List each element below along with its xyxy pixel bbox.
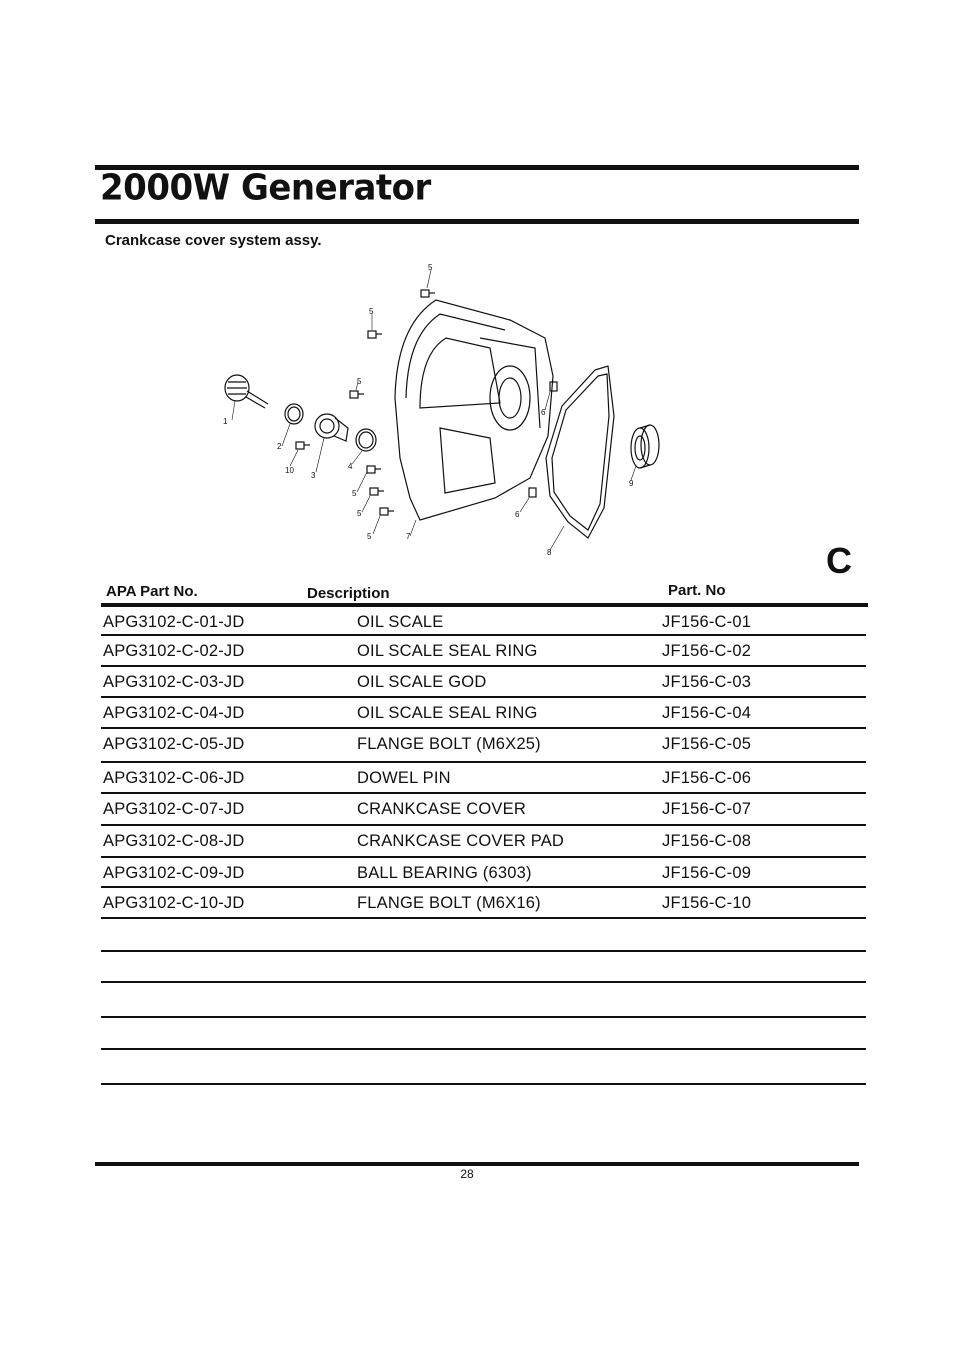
cell-part-no: JF156-C-09 [662, 864, 752, 882]
footer-rule [95, 1162, 859, 1166]
blank-row-line [101, 950, 866, 952]
row-divider [101, 634, 866, 636]
cell-description: OIL SCALE SEAL RING [357, 642, 538, 660]
callout-5d: 5 [352, 489, 357, 498]
cell-part-no: JF156-C-02 [662, 642, 752, 660]
cell-part-no: JF156-C-08 [662, 832, 752, 850]
callout-3: 3 [311, 471, 316, 480]
cell-part-no: JF156-C-05 [662, 735, 752, 753]
exploded-parts-diagram: 1 2 3 4 5 5 5 5 5 5 5 6 6 7 8 9 10 [223, 263, 660, 557]
callout-7: 7 [406, 532, 411, 541]
callout-6a: 6 [541, 408, 546, 417]
row-divider [101, 665, 866, 667]
cell-description: OIL SCALE SEAL RING [357, 704, 538, 722]
section-subtitle: Crankcase cover system assy. [105, 232, 322, 249]
callout-5f: 5 [367, 532, 372, 541]
header-apa-part-no: APA Part No. [106, 583, 198, 600]
cell-apa-part-no: APG3102-C-01-JD [103, 613, 245, 631]
seal-ring-part [284, 403, 304, 425]
cell-part-no: JF156-C-04 [662, 704, 752, 722]
cell-description: DOWEL PIN [357, 769, 451, 787]
table-header-rule [101, 603, 868, 607]
gasket-part [545, 365, 615, 539]
oil-filler-part [314, 413, 349, 442]
table-row: APG3102-C-02-JD OIL SCALE SEAL RING JF156-… [0, 636, 954, 667]
row-divider [101, 792, 866, 794]
title-underline [95, 219, 859, 224]
cell-apa-part-no: APG3102-C-03-JD [103, 673, 245, 691]
table-row: APG3102-C-09-JD BALL BEARING (6303) JF156-… [0, 858, 954, 888]
cell-apa-part-no: APG3102-C-08-JD [103, 832, 245, 850]
row-divider [101, 761, 866, 763]
page-title: 2000W Generator [100, 167, 431, 209]
section-letter: C [826, 540, 852, 581]
cell-description: CRANKCASE COVER PAD [357, 832, 565, 850]
table-row: APG3102-C-06-JD DOWEL PIN JF156-C-06 [0, 763, 954, 794]
cell-part-no: JF156-C-10 [662, 894, 752, 912]
row-divider [101, 824, 866, 826]
cell-apa-part-no: APG3102-C-05-JD [103, 735, 245, 753]
blank-row-line [101, 1016, 866, 1018]
callout-10: 10 [285, 466, 294, 475]
page-number: 28 [460, 1167, 474, 1181]
cell-description: CRANKCASE COVER [357, 800, 526, 818]
cell-description: BALL BEARING (6303) [357, 864, 532, 882]
callout-6b: 6 [515, 510, 520, 519]
cell-part-no: JF156-C-01 [662, 613, 752, 631]
cell-description: FLANGE BOLT (M6X16) [357, 894, 541, 912]
callout-5b: 5 [369, 307, 374, 316]
callout-8: 8 [547, 548, 552, 557]
callout-4: 4 [348, 462, 353, 471]
table-row: APG3102-C-04-JD OIL SCALE SEAL RING JF156-… [0, 698, 954, 729]
row-divider [101, 696, 866, 698]
table-row: APG3102-C-08-JD CRANKCASE COVER PAD JF156-… [0, 826, 954, 858]
cell-apa-part-no: APG3102-C-02-JD [103, 642, 245, 660]
diagram-callouts: 1 2 3 4 5 5 5 5 5 5 5 6 6 7 8 9 10 [223, 263, 634, 557]
callout-5a: 5 [428, 263, 433, 272]
blank-row-line [101, 1083, 866, 1085]
callout-2: 2 [277, 442, 282, 451]
cell-description: OIL SCALE [357, 613, 444, 631]
ball-bearing-part [630, 424, 660, 469]
blank-row-line [101, 981, 866, 983]
cell-description: FLANGE BOLT (M6X25) [357, 735, 541, 753]
row-divider [101, 727, 866, 729]
callout-5c: 5 [357, 377, 362, 386]
cell-part-no: JF156-C-07 [662, 800, 752, 818]
cell-apa-part-no: APG3102-C-07-JD [103, 800, 245, 818]
row-divider [101, 917, 866, 919]
table-row: APG3102-C-10-JD FLANGE BOLT (M6X16) JF156-… [0, 888, 954, 919]
row-divider [101, 856, 866, 858]
cell-description: OIL SCALE GOD [357, 673, 487, 691]
callout-5e: 5 [357, 509, 362, 518]
table-row: APG3102-C-07-JD CRANKCASE COVER JF156-C-07 [0, 794, 954, 826]
crankcase-cover-part [394, 299, 554, 521]
top-rule [95, 165, 859, 170]
blank-row-line [101, 1048, 866, 1050]
header-part-no: Part. No [668, 582, 726, 599]
table-row: APG3102-C-03-JD OIL SCALE GOD JF156-C-03 [0, 667, 954, 698]
cell-part-no: JF156-C-03 [662, 673, 752, 691]
cell-apa-part-no: APG3102-C-10-JD [103, 894, 245, 912]
cell-apa-part-no: APG3102-C-09-JD [103, 864, 245, 882]
cell-apa-part-no: APG3102-C-06-JD [103, 769, 245, 787]
cell-apa-part-no: APG3102-C-04-JD [103, 704, 245, 722]
row-divider [101, 886, 866, 888]
oil-scale-part [224, 374, 269, 409]
flange-bolts [295, 289, 435, 516]
callout-9: 9 [629, 479, 634, 488]
callout-1: 1 [223, 417, 228, 426]
table-row: APG3102-C-01-JD OIL SCALE JF156-C-01 [0, 607, 954, 636]
header-description: Description [307, 585, 390, 602]
table-row: APG3102-C-05-JD FLANGE BOLT (M6X25) JF156-… [0, 729, 954, 763]
cell-part-no: JF156-C-06 [662, 769, 752, 787]
